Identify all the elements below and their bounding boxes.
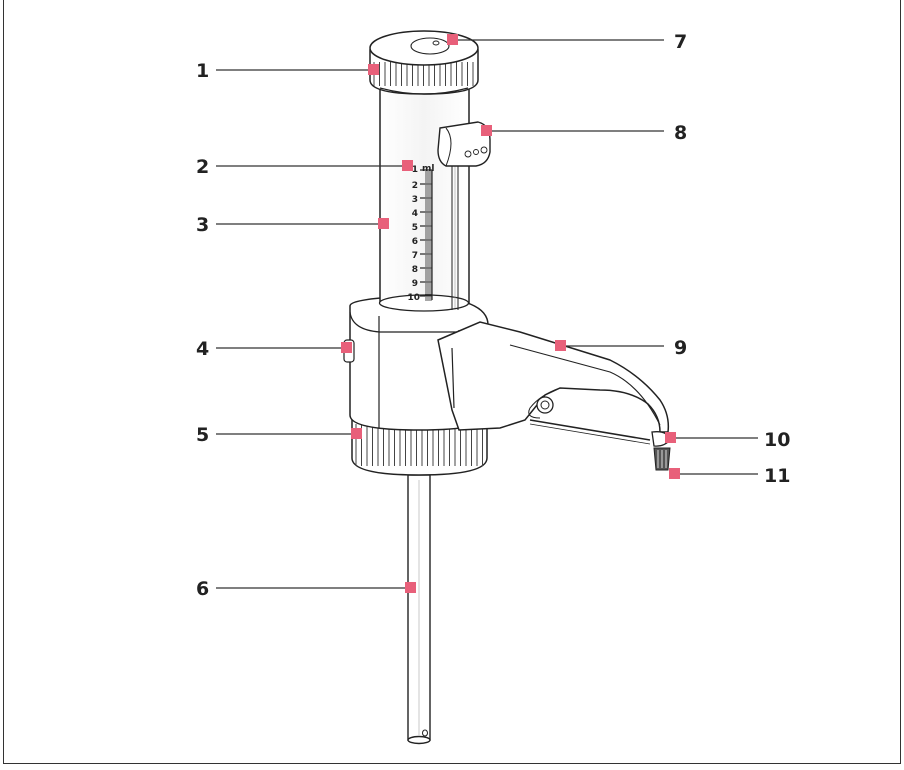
callout-1: 1 [196, 60, 379, 82]
callout-number-4: 4 [196, 338, 209, 360]
scale-mark-6: 6 [412, 237, 418, 247]
scale-mark-7: 7 [412, 251, 418, 261]
scale-mark-5: 5 [412, 223, 418, 233]
callout-number-1: 1 [196, 60, 209, 82]
discharge-tip-cap [653, 447, 671, 471]
callout-11: 11 [669, 465, 790, 487]
scale-mark-8: 8 [412, 265, 418, 275]
scale-mark-1: 1 [412, 165, 418, 175]
callouts: 1 2 3 4 5 6 7 [196, 31, 790, 600]
volume-scale: ml 1 2 3 4 5 6 7 8 9 10 [407, 164, 434, 303]
callout-number-3: 3 [196, 214, 209, 236]
volume-slider [437, 121, 491, 167]
callout-number-5: 5 [196, 424, 209, 446]
callout-10: 10 [665, 429, 790, 451]
callout-6: 6 [196, 578, 416, 600]
discharge-tube [437, 321, 671, 447]
callout-number-11: 11 [764, 465, 790, 487]
callout-number-10: 10 [764, 429, 790, 451]
valve-block-ring [351, 419, 488, 476]
scale-mark-2: 2 [412, 181, 418, 191]
callout-number-9: 9 [674, 337, 687, 359]
scale-unit: ml [422, 164, 434, 174]
callout-number-8: 8 [674, 122, 687, 144]
callout-2: 2 [196, 156, 413, 178]
callout-4: 4 [196, 338, 352, 360]
callout-number-7: 7 [674, 31, 687, 53]
callout-7: 7 [447, 31, 687, 53]
callout-8: 8 [481, 122, 687, 144]
scale-mark-9: 9 [412, 279, 418, 289]
callout-number-6: 6 [196, 578, 209, 600]
callout-number-2: 2 [196, 156, 209, 178]
callout-9: 9 [555, 337, 687, 359]
scale-mark-10: 10 [407, 293, 420, 303]
suction-tube [407, 474, 431, 745]
cylinder [378, 87, 470, 312]
callout-5: 5 [196, 424, 362, 446]
scale-mark-3: 3 [412, 195, 418, 205]
scale-mark-4: 4 [412, 209, 418, 219]
callout-3: 3 [196, 214, 389, 236]
